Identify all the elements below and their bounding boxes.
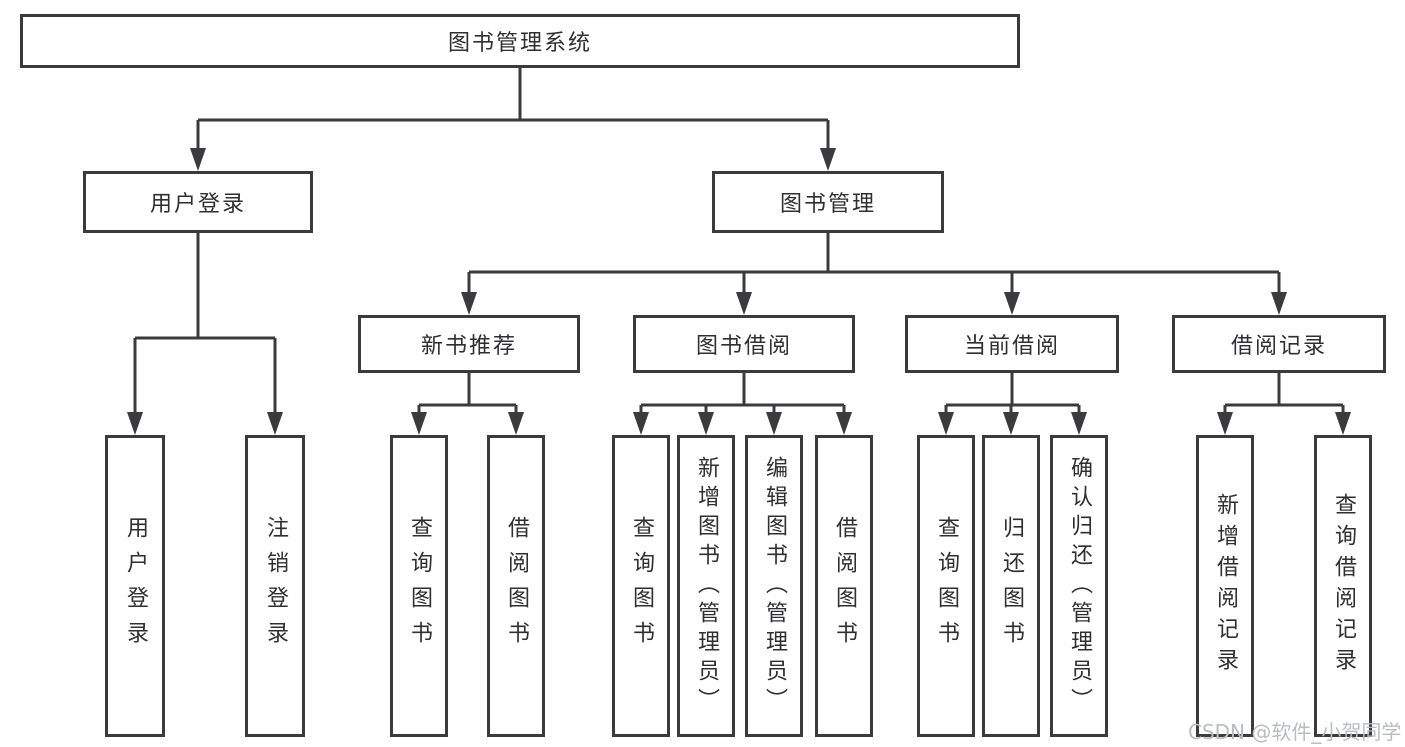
arrow-down-icon [1071, 412, 1087, 435]
arrow-down-icon [127, 412, 143, 435]
arrow-down-icon [411, 412, 427, 435]
leaf-label: 编辑图书（管理员） [762, 455, 787, 717]
arrowheads [127, 148, 1351, 435]
connector-current-borrow [944, 373, 1081, 414]
leaf-logout: 注销登录 [245, 435, 305, 737]
leaf-label: 查询借阅记录 [1331, 493, 1356, 679]
arrow-down-icon [1003, 412, 1019, 435]
arrow-down-icon [508, 412, 524, 435]
connector-book-borrow [639, 373, 846, 414]
arrow-down-icon [267, 412, 283, 435]
node-label: 新书推荐 [420, 334, 517, 359]
arrow-down-icon [461, 292, 477, 315]
leaf-label: 用户登录 [123, 516, 148, 656]
arrow-down-icon [1271, 292, 1287, 315]
arrow-down-icon [190, 148, 206, 171]
node-root: 图书管理系统 [20, 14, 1020, 68]
arrow-down-icon [938, 412, 954, 435]
arrow-down-icon [820, 148, 836, 171]
arrow-down-icon [836, 412, 852, 435]
leaf-confirm-return-admin: 确认归还（管理员） [1050, 435, 1108, 737]
leaf-query-books-current: 查询图书 [917, 435, 975, 737]
arrow-down-icon [766, 412, 782, 435]
node-user-login-branch: 用户登录 [83, 171, 313, 233]
arrow-down-icon [698, 412, 714, 435]
leaf-label: 查询图书 [629, 516, 654, 656]
node-current-borrow: 当前借阅 [905, 315, 1119, 373]
node-borrow-records: 借阅记录 [1172, 315, 1386, 373]
leaf-label: 新增借阅记录 [1213, 493, 1238, 679]
leaf-user-login: 用户登录 [105, 435, 165, 737]
node-book-borrow: 图书借阅 [633, 315, 855, 373]
leaf-add-borrow-record: 新增借阅记录 [1196, 435, 1254, 737]
connector-root-to-level2 [196, 68, 830, 151]
node-label: 用户登录 [149, 192, 246, 217]
arrow-down-icon [1335, 412, 1351, 435]
leaf-query-books-borrow: 查询图书 [612, 435, 670, 737]
node-book-mgmt-branch: 图书管理 [712, 171, 944, 233]
connector-borrow-records [1223, 373, 1345, 414]
node-label: 当前借阅 [963, 334, 1060, 359]
leaf-edit-book-admin: 编辑图书（管理员） [745, 435, 803, 737]
node-label: 图书管理 [779, 192, 876, 217]
leaf-label: 借阅图书 [504, 516, 529, 656]
connector-user-login-branch [133, 233, 277, 414]
node-new-book-recommend: 新书推荐 [358, 315, 580, 373]
leaf-label: 借阅图书 [832, 516, 857, 656]
leaf-label: 新增图书（管理员） [694, 455, 719, 717]
leaf-borrow-books-recommend: 借阅图书 [487, 435, 545, 737]
connector-new-book-recommend [417, 373, 518, 414]
node-root-label: 图书管理系统 [447, 31, 592, 56]
arrow-down-icon [1004, 292, 1020, 315]
leaf-label: 注销登录 [263, 516, 288, 656]
arrow-down-icon [1217, 412, 1233, 435]
arrow-down-icon [736, 292, 752, 315]
leaf-query-books-recommend: 查询图书 [390, 435, 448, 737]
csdn-watermark: CSDN @软件_小贺同学 [1188, 720, 1402, 744]
leaf-query-borrow-record: 查询借阅记录 [1314, 435, 1372, 737]
connector-paths [133, 68, 1345, 414]
node-label: 借阅记录 [1230, 334, 1327, 359]
leaf-return-book: 归还图书 [982, 435, 1040, 737]
leaf-label: 查询图书 [407, 516, 432, 656]
leaf-label: 查询图书 [934, 516, 959, 656]
node-label: 图书借阅 [695, 334, 792, 359]
arrow-down-icon [633, 412, 649, 435]
leaf-borrow-books: 借阅图书 [815, 435, 873, 737]
leaf-label: 归还图书 [999, 516, 1024, 656]
leaf-add-book-admin: 新增图书（管理员） [677, 435, 735, 737]
connector-book-mgmt-to-level3 [467, 233, 1281, 294]
leaf-label: 确认归还（管理员） [1067, 455, 1092, 717]
